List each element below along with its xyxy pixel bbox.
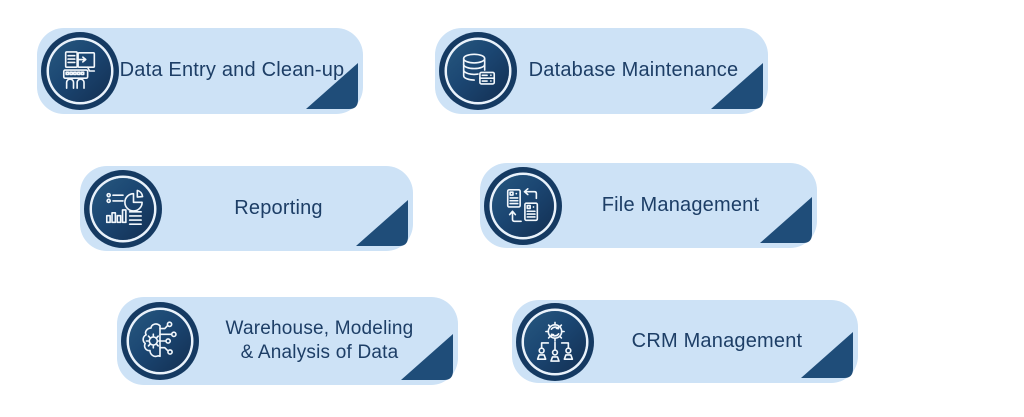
corner-accent-triangle [401,334,453,380]
corner-accent-triangle [711,63,763,109]
card-label: CRM Management [631,329,803,352]
report-charts-icon [92,177,154,240]
card-label: File Management [601,193,760,216]
corner-accent-triangle [306,63,358,109]
service-card-data-entry: Data Entry and Clean-up [37,28,363,114]
card-label: Warehouse, Modeling & Analysis of Data [225,317,414,363]
file-transfer-icon [492,174,554,237]
data-entry-keyboard-icon [49,40,111,102]
gear-people-icon [524,310,586,373]
service-card-file-management: File Management [480,163,817,248]
card-label: Reporting [234,196,323,219]
corner-accent-triangle [356,200,408,246]
corner-accent-triangle [801,332,853,378]
corner-accent-triangle [760,197,812,243]
database-server-icon [447,40,509,102]
service-card-warehouse-modeling: Warehouse, Modeling & Analysis of Data [117,297,458,385]
brain-network-icon [129,310,191,372]
service-card-reporting: Reporting [80,166,413,251]
card-label: Data Entry and Clean-up [119,59,345,82]
card-label: Database Maintenance [528,59,739,82]
service-card-crm-management: CRM Management [512,300,858,383]
service-card-database-maintenance: Database Maintenance [435,28,768,114]
